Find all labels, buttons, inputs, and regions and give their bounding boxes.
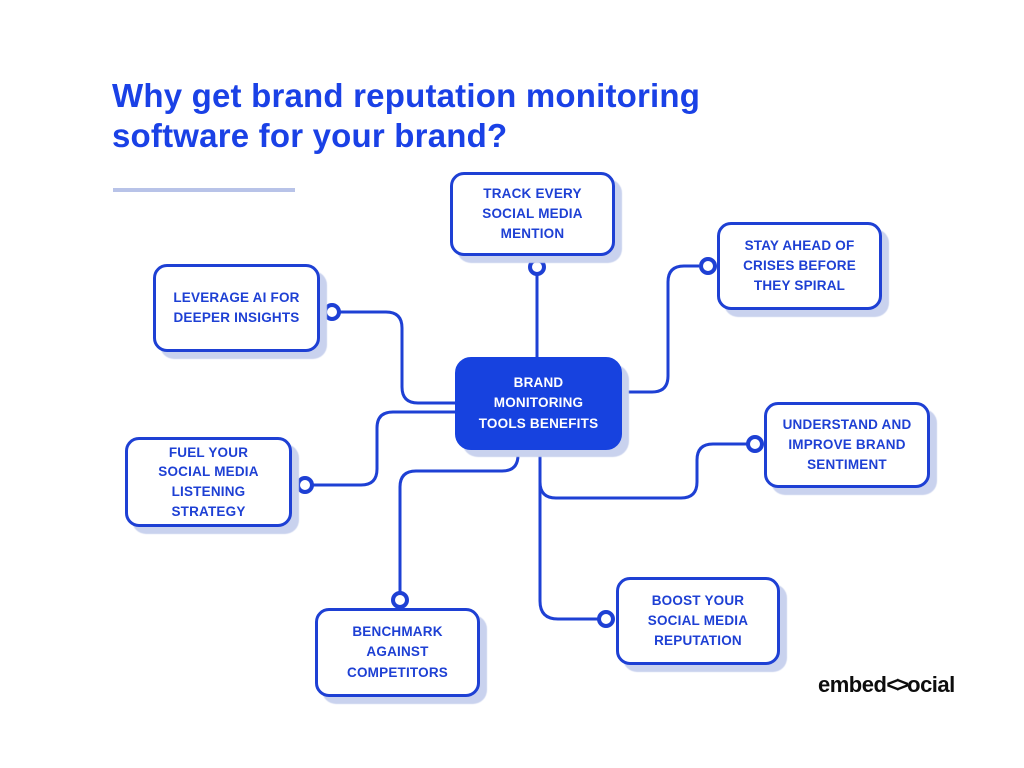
connector-dot-leverage bbox=[323, 303, 341, 321]
connector-dot-understand bbox=[746, 435, 764, 453]
connector-dot-benchmark bbox=[391, 591, 409, 609]
connector-understand bbox=[538, 442, 747, 500]
node-fuel-listening-strategy: FUEL YOUR SOCIAL MEDIA LISTENING STRATEG… bbox=[125, 437, 292, 527]
node-label: LEVERAGE AI FOR DEEPER INSIGHTS bbox=[173, 289, 300, 325]
logo-brackets-icon: <> bbox=[886, 672, 909, 697]
connector-dot-stay bbox=[699, 257, 717, 275]
title-underline-bar bbox=[113, 188, 295, 192]
connector-dot-track bbox=[528, 258, 546, 276]
node-label: BOOST YOUR SOCIAL MEDIA REPUTATION bbox=[647, 592, 749, 649]
logo-suffix: ocial bbox=[907, 672, 955, 697]
node-label: TRACK EVERY SOCIAL MEDIA MENTION bbox=[482, 185, 583, 242]
embedsocial-logo: embed<>ocial bbox=[818, 672, 955, 698]
connector-stay bbox=[620, 264, 699, 394]
connector-boost bbox=[538, 450, 598, 621]
node-center-brand-monitoring-benefits: BRAND MONITORING TOOLS BENEFITS bbox=[455, 357, 622, 450]
node-label: BENCHMARK AGAINST COMPETITORS bbox=[347, 624, 448, 680]
page-title: Why get brand reputation monitoring soft… bbox=[112, 77, 701, 154]
node-benchmark-competitors: BENCHMARK AGAINST COMPETITORS bbox=[315, 608, 480, 697]
logo-prefix: embed bbox=[818, 672, 887, 697]
connector-fuel bbox=[313, 410, 455, 487]
node-understand-brand-sentiment: UNDERSTAND AND IMPROVE BRAND SENTIMENT bbox=[764, 402, 930, 488]
connector-dot-fuel bbox=[296, 476, 314, 494]
connector-benchmark bbox=[398, 450, 520, 592]
node-label: UNDERSTAND AND IMPROVE BRAND SENTIMENT bbox=[782, 416, 912, 473]
node-stay-ahead-of-crises: STAY AHEAD OF CRISES BEFORE THEY SPIRAL bbox=[717, 222, 882, 310]
node-boost-reputation: BOOST YOUR SOCIAL MEDIA REPUTATION bbox=[616, 577, 780, 665]
node-track-every-mention: TRACK EVERY SOCIAL MEDIA MENTION bbox=[450, 172, 615, 256]
node-label: BRAND MONITORING TOOLS BENEFITS bbox=[478, 375, 599, 431]
node-leverage-ai: LEVERAGE AI FOR DEEPER INSIGHTS bbox=[153, 264, 320, 352]
connector-leverage bbox=[340, 310, 455, 405]
connector-dot-boost bbox=[597, 610, 615, 628]
node-label: STAY AHEAD OF CRISES BEFORE THEY SPIRAL bbox=[743, 237, 856, 294]
node-label: FUEL YOUR SOCIAL MEDIA LISTENING STRATEG… bbox=[158, 444, 259, 519]
